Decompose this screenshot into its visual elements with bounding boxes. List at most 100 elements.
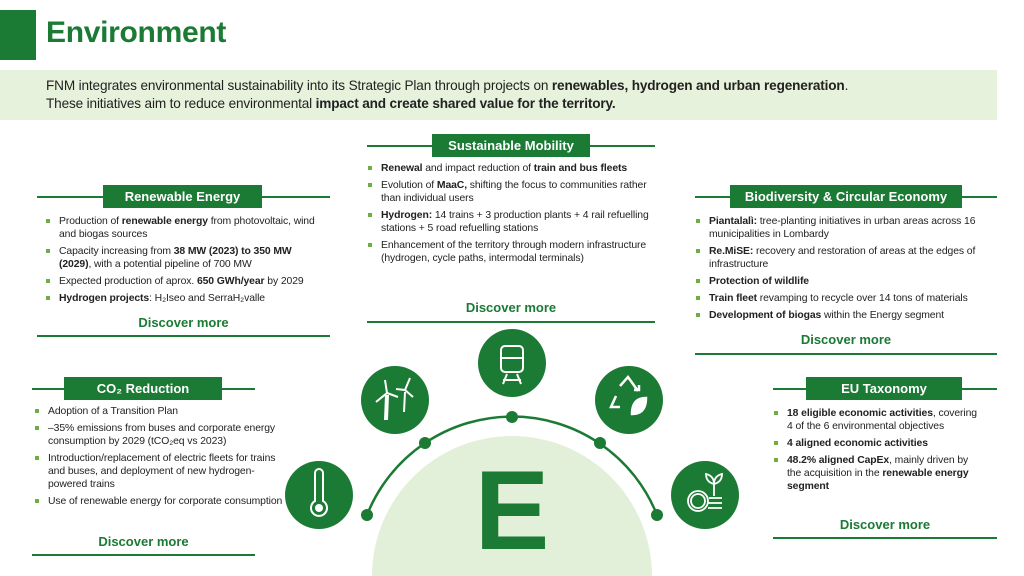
list-item: Hydrogen: 14 trains + 3 production plant… [367, 209, 657, 235]
footer-line [32, 554, 255, 556]
text: shifting the focus to communities rather… [381, 180, 647, 204]
bold-text: 18 eligible economic activities [787, 408, 933, 419]
section-title: Renewable Energy [103, 185, 262, 208]
section-title: Sustainable Mobility [432, 134, 590, 157]
section-co2-reduction: CO₂ Reduction Adoption of a Transition P… [32, 377, 282, 556]
discover-more-link[interactable]: Discover more [839, 517, 931, 532]
text: Adoption of a Transition Plan [48, 406, 178, 417]
list-item: –35% emissions from buses and corporate … [34, 422, 289, 448]
list-item: 18 eligible economic activities, coverin… [773, 407, 983, 433]
bullet-list: Production of renewable energy from phot… [45, 215, 325, 309]
section-title: Biodiversity & Circular Economy [730, 185, 962, 208]
bold-text: 38 MW (2023) to 350 MW (2029) [59, 246, 292, 270]
section-eu-taxonomy: EU Taxonomy 18 eligible economic activit… [773, 377, 997, 539]
bold-text: Renewal [381, 163, 423, 174]
header-accent-square [0, 10, 36, 60]
discover-more-link[interactable]: Discover more [138, 315, 229, 330]
text: FNM integrates environmental sustainabil… [46, 78, 552, 93]
bullet-list: Adoption of a Transition Plan –35% emissi… [34, 405, 289, 512]
bold-text: 48.2% aligned CapEx [787, 455, 890, 466]
discover-more-link[interactable]: Discover more [800, 332, 892, 347]
text: from photovoltaic, wind and biogas sourc… [59, 216, 315, 240]
list-item: Adoption of a Transition Plan [34, 405, 289, 418]
discover-more-link[interactable]: Discover more [465, 300, 557, 315]
text: Introduction/replacement of electric fle… [48, 453, 276, 490]
bold-text: MaaC, [436, 180, 467, 191]
text: tree-planting initiatives in urban areas… [709, 216, 976, 240]
bold-text: Hydrogen: [381, 210, 433, 221]
train-icon [478, 329, 546, 397]
text: within the Energy segment [821, 310, 944, 321]
section-renewable-energy: Renewable Energy Production of renewable… [37, 185, 330, 337]
text: , with a potential pipeline of 700 MW [88, 259, 252, 270]
footer-line [37, 335, 330, 337]
bold-text: Protection of wildlife [709, 276, 809, 287]
footer-line [695, 353, 997, 355]
section-sustainable-mobility: Sustainable Mobility Renewal and impact … [367, 134, 655, 323]
arc-dots [361, 411, 663, 521]
list-item: Introduction/replacement of electric fle… [34, 452, 289, 491]
text: Use of renewable energy for corporate co… [48, 496, 283, 507]
text: . [844, 78, 849, 93]
bold-text: 650 GWh/year [196, 276, 265, 287]
text: , covering 4 of the 6 environmental obje… [787, 408, 977, 432]
intro-banner: FNM integrates environmental sustainabil… [0, 70, 997, 120]
bullet-list: 18 eligible economic activities, coverin… [773, 407, 983, 497]
center-half-circle [372, 436, 652, 576]
recycle-leaf-icon [595, 366, 663, 434]
list-item: Piantalalì: tree-planting initiatives in… [695, 215, 980, 241]
text: : H₂Iseo and SerraH₂valle [149, 293, 265, 304]
center-letter: E [475, 448, 550, 573]
bullet-list: Piantalalì: tree-planting initiatives in… [695, 215, 980, 326]
text: Evolution of [381, 180, 437, 191]
bold-text: Train fleet [709, 293, 757, 304]
bold-text: Piantalalì: [709, 216, 757, 227]
text: –35% emissions from buses and corporate … [48, 423, 276, 447]
bold-text: Re.MiSE: [709, 246, 754, 257]
list-item: Enhancement of the territory through mod… [367, 239, 657, 265]
bold-text: renewable energy [121, 216, 208, 227]
footer-line [367, 321, 655, 323]
bold-text: train and bus fleets [533, 163, 628, 174]
discover-more-link[interactable]: Discover more [98, 534, 189, 549]
bold-text: 4 aligned economic activities [787, 438, 928, 449]
list-item: Train fleet revamping to recycle over 14… [695, 292, 980, 305]
list-item: Development of biogas within the Energy … [695, 309, 980, 322]
text: Expected production of aprox. [59, 276, 197, 287]
bold-text: Hydrogen projects [59, 293, 150, 304]
page-title: Environment [46, 16, 227, 49]
bold-text: impact and create shared value for the t… [315, 96, 616, 111]
section-title: CO₂ Reduction [64, 377, 222, 400]
text: Capacity increasing from [59, 246, 174, 257]
list-item: Expected production of aprox. 650 GWh/ye… [45, 275, 325, 288]
section-biodiversity: Biodiversity & Circular Economy Piantala… [695, 185, 997, 355]
thermometer-icon [285, 461, 353, 529]
bullet-list: Renewal and impact reduction of train an… [367, 162, 657, 269]
text: , mainly driven by the acquisition in th… [787, 455, 969, 479]
text: 14 trains + 3 production plants + 4 rail… [381, 210, 649, 234]
wind-turbine-icon [361, 366, 429, 434]
list-item: Evolution of MaaC, shifting the focus to… [367, 179, 657, 205]
list-item: Use of renewable energy for corporate co… [34, 495, 289, 508]
text: These initiatives aim to reduce environm… [46, 96, 316, 111]
section-title: EU Taxonomy [806, 377, 962, 400]
footer-line [773, 537, 997, 539]
text: by 2029 [264, 276, 304, 287]
list-item: Renewal and impact reduction of train an… [367, 162, 657, 175]
bold-text: renewable energy segment [787, 468, 969, 492]
list-item: Protection of wildlife [695, 275, 980, 288]
text: recovery and restoration of areas at the… [709, 246, 976, 270]
list-item: Production of renewable energy from phot… [45, 215, 325, 241]
list-item: Capacity increasing from 38 MW (2023) to… [45, 245, 325, 271]
bold-text: Development of biogas [709, 310, 822, 321]
money-plant-icon [671, 461, 739, 529]
text: Enhancement of the territory through mod… [381, 240, 647, 264]
text: revamping to recycle over 14 tons of mat… [756, 293, 968, 304]
list-item: Hydrogen projects: H₂Iseo and SerraH₂val… [45, 292, 325, 305]
text: and impact reduction of [422, 163, 534, 174]
bold-text: renewables, hydrogen and urban regenerat… [551, 78, 845, 93]
text: Production of [59, 216, 122, 227]
list-item: Re.MiSE: recovery and restoration of are… [695, 245, 980, 271]
list-item: 48.2% aligned CapEx, mainly driven by th… [773, 454, 983, 493]
